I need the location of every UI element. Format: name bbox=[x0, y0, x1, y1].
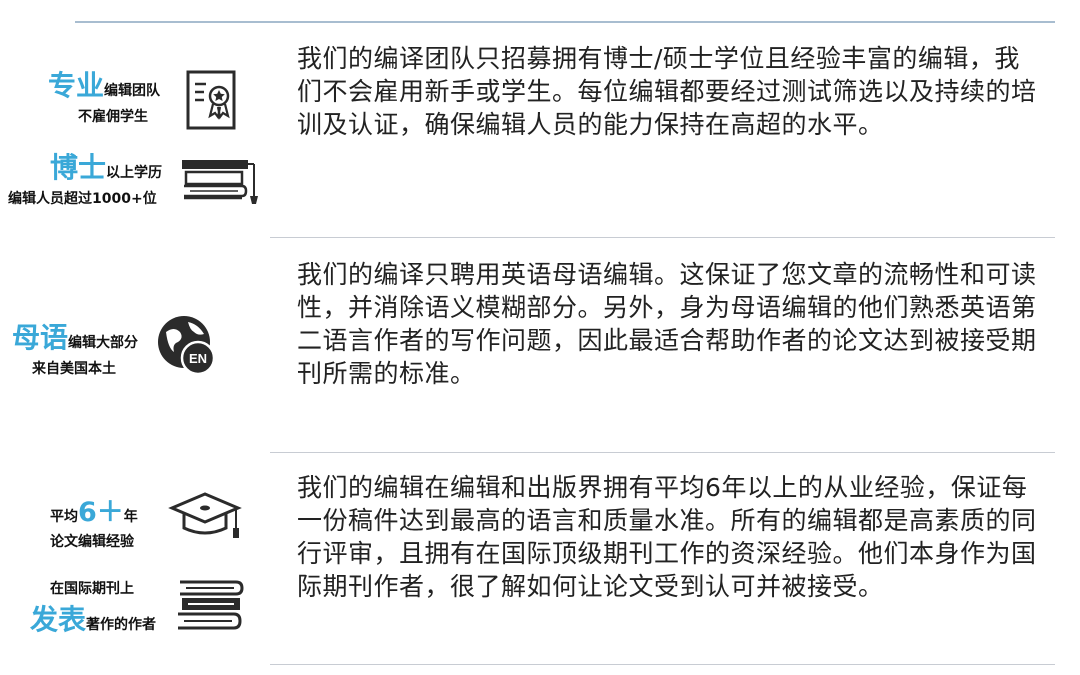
globe-en-label: EN bbox=[189, 351, 207, 366]
graduation-cap-books-icon bbox=[182, 160, 258, 204]
top-rule bbox=[75, 21, 1055, 23]
book-stack-icon bbox=[178, 580, 244, 630]
badge-published: 在国际期刊上 发表著作的作者 bbox=[30, 578, 156, 638]
badge-native-big: 母语 bbox=[12, 321, 69, 354]
badge-native: 母语编辑大部分 来自美国本土 bbox=[12, 316, 138, 378]
badge-professional-big: 专业 bbox=[48, 69, 105, 102]
badge-published-line1: 在国际期刊上 bbox=[50, 581, 134, 597]
section-divider bbox=[270, 452, 1055, 453]
section-3-text: 我们的编辑在编辑和出版界拥有平均6年以上的从业经验，保证每一份稿件达到最高的语言… bbox=[297, 473, 1037, 601]
certificate-icon bbox=[186, 70, 236, 130]
badge-professional-line2: 不雇佣学生 bbox=[78, 109, 148, 125]
section-divider bbox=[270, 664, 1055, 665]
badge-phd-line2: 编辑人员超过1000+位 bbox=[8, 191, 157, 207]
badge-professional: 专业编辑团队 不雇佣学生 bbox=[48, 64, 160, 126]
badge-phd-big: 博士 bbox=[50, 151, 107, 184]
badge-published-rest: 著作的作者 bbox=[86, 617, 157, 633]
badge-phd-rest: 以上学历 bbox=[106, 165, 163, 181]
section-1-text: 我们的编译团队只招募拥有博士/硕士学位且经验丰富的编辑，我们不会雇用新手或学生。… bbox=[297, 44, 1037, 139]
badge-experience-big: 6＋ bbox=[78, 497, 124, 528]
badge-experience-suffix: 年 bbox=[123, 509, 138, 525]
badge-experience-line2: 论文编辑经验 bbox=[50, 534, 134, 550]
globe-en-icon: EN bbox=[158, 316, 216, 376]
badge-experience-prefix: 平均 bbox=[50, 509, 78, 525]
badge-experience: 平均6＋年 论文编辑经验 bbox=[50, 490, 138, 551]
badge-professional-rest: 编辑团队 bbox=[104, 83, 161, 99]
badge-published-big: 发表 bbox=[30, 603, 87, 636]
badge-native-rest: 编辑大部分 bbox=[68, 335, 139, 351]
badge-native-line2: 来自美国本土 bbox=[32, 361, 116, 377]
section-divider bbox=[270, 237, 1055, 238]
badge-phd: 博士以上学历 编辑人员超过1000+位 bbox=[8, 146, 162, 208]
section-2-text: 我们的编译只聘用英语母语编辑。这保证了您文章的流畅性和可读性，并消除语义模糊部分… bbox=[297, 260, 1037, 388]
mortarboard-icon bbox=[168, 492, 242, 538]
